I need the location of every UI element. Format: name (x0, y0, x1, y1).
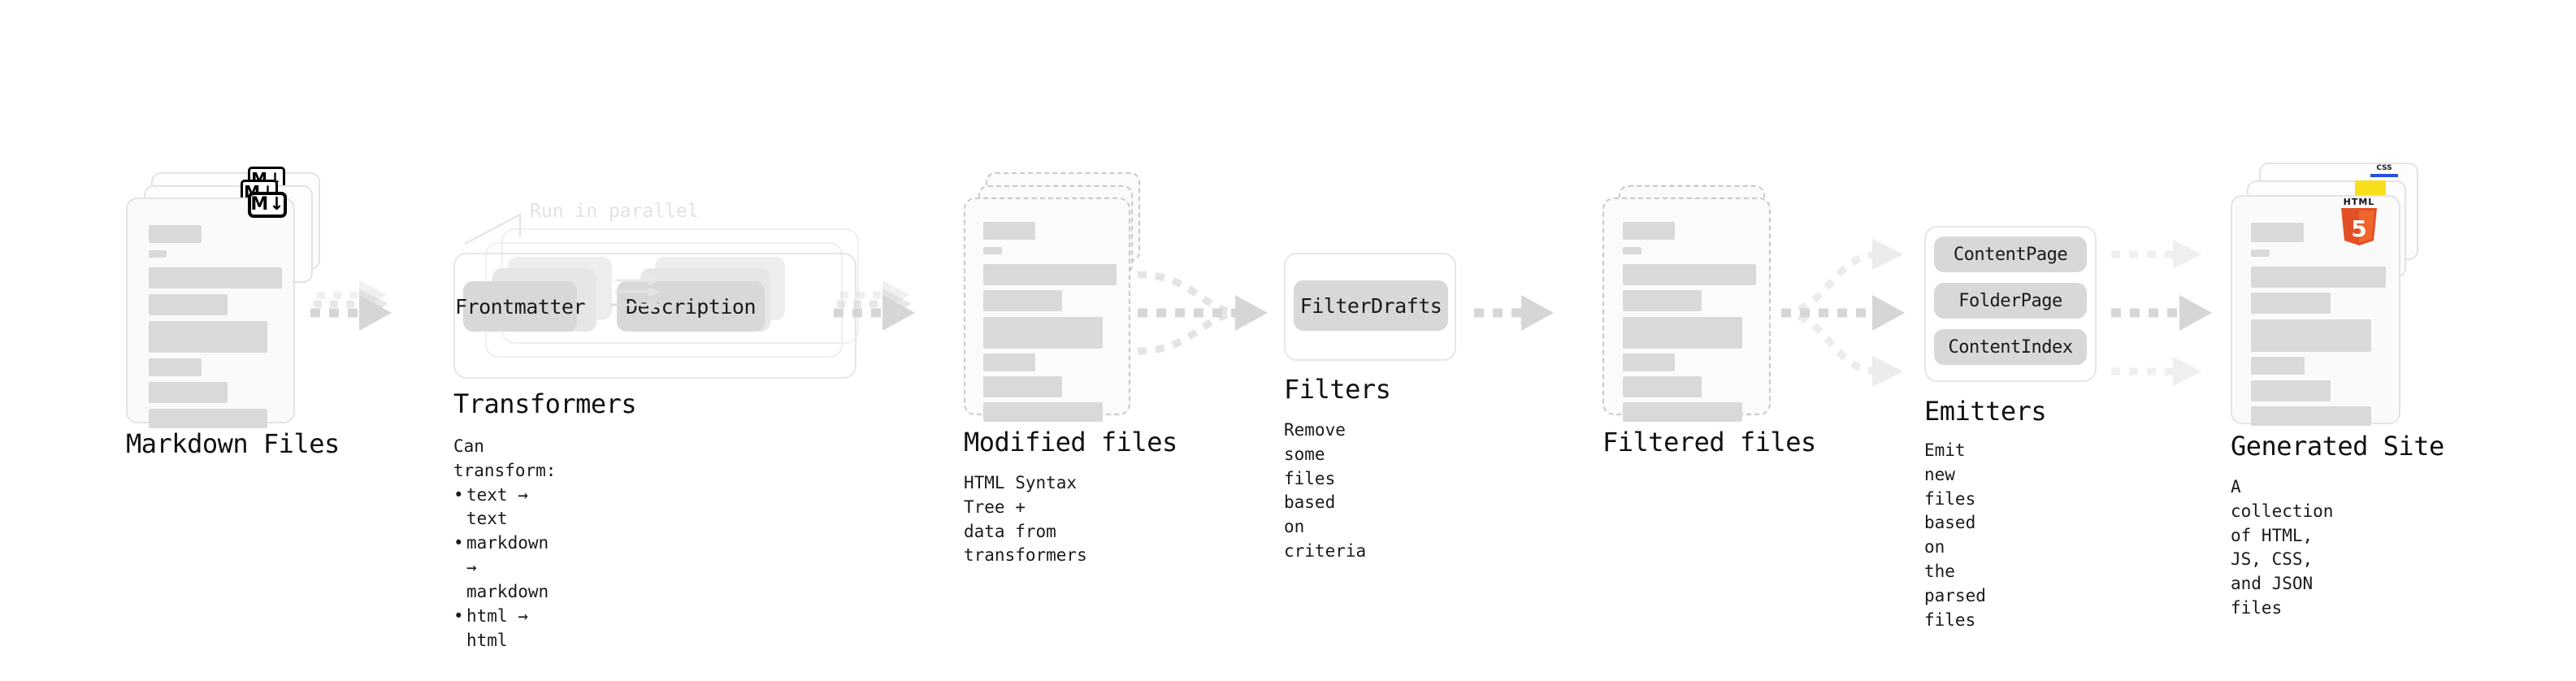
html5-icon-number: 5 (2351, 215, 2366, 242)
skeleton-sub (983, 247, 1002, 254)
transformers-desc-item-0: text → text (453, 484, 556, 532)
skeleton-line-5 (2251, 380, 2331, 401)
skeleton-line-5 (149, 382, 228, 403)
transformers-desc-item-2: html → html (453, 605, 556, 653)
css-icon: CSS (2370, 164, 2399, 177)
skeleton-line-4 (149, 358, 202, 376)
emitters-subtitle: Emit new files based on the parsed files (1924, 440, 1986, 630)
skeleton-title (1623, 222, 1675, 240)
skeleton-line-5 (983, 376, 1062, 397)
skeleton-line-4 (983, 354, 1035, 371)
markdown-files-title: Markdown Files (126, 428, 340, 459)
filters-title: Filters (1284, 374, 1391, 405)
modified-card-front (964, 197, 1130, 422)
skeleton-line-5 (1623, 376, 1702, 397)
emitter-chip-folderpage[interactable]: FolderPage (1934, 283, 2087, 319)
transformers-description: Can transform: text → text markdown → ma… (453, 435, 556, 653)
skeleton-sub (1623, 247, 1641, 254)
skeleton-line-1 (2251, 267, 2386, 288)
skeleton-line-4 (2251, 357, 2305, 375)
filters-subtitle: Remove some files based on criteria (1284, 420, 1367, 562)
skeleton-line-3 (1623, 317, 1742, 349)
skeleton-line-2 (983, 290, 1062, 311)
skeleton-sub (149, 250, 167, 258)
skeleton-line-4 (1623, 354, 1675, 371)
skeleton-line-1 (1623, 264, 1756, 285)
transformers-title: Transformers (453, 388, 637, 419)
filter-chip-filterdrafts[interactable]: FilterDrafts (1294, 280, 1448, 331)
emitter-chip-contentpage[interactable]: ContentPage (1934, 236, 2087, 272)
markdown-badge-arrow: ↓ (269, 194, 284, 215)
filtered-files-title: Filtered files (1602, 427, 1816, 458)
emitters-title: Emitters (1924, 396, 2047, 427)
skeleton-line-6 (983, 402, 1103, 422)
markdown-icon: M↓ (248, 192, 287, 218)
markdown-card-front (126, 197, 295, 428)
generated-site-title: Generated Site (2231, 431, 2444, 462)
skeleton-line-2 (1623, 290, 1702, 311)
skeleton-line-3 (983, 317, 1103, 349)
transformers-desc-item-1: markdown → markdown (453, 531, 556, 604)
markdown-badge-letter: M (250, 194, 269, 215)
skeleton-line-3 (149, 321, 267, 353)
emitter-chip-contentindex[interactable]: ContentIndex (1934, 329, 2087, 365)
skeleton-title (149, 225, 202, 243)
css-icon-label: CSS (2376, 164, 2392, 172)
html5-icon-wordmark: HTML (2343, 197, 2375, 207)
filtered-card-front (1602, 197, 1771, 422)
skeleton-sub (2251, 249, 2270, 257)
modified-files-subtitle: HTML Syntax Tree + data from transformer… (964, 473, 1087, 566)
transformers-desc-lead: Can transform: (453, 436, 557, 480)
transformer-chip-frontmatter[interactable]: Frontmatter (455, 281, 586, 332)
generated-site-subtitle: A collection of HTML, JS, CSS, and JSON … (2231, 477, 2334, 618)
transformer-chip-description[interactable]: Description (617, 281, 765, 332)
skeleton-line-2 (149, 294, 228, 315)
skeleton-line-3 (2251, 319, 2371, 352)
skeleton-title (2251, 223, 2304, 242)
skeleton-line-6 (2251, 406, 2371, 426)
transformers-desc-list: text → text markdown → markdown html → h… (453, 484, 556, 653)
skeleton-line-6 (149, 409, 267, 428)
html5-icon: HTML 5 (2338, 197, 2380, 248)
skeleton-line-1 (983, 264, 1117, 285)
css-icon-underline (2370, 174, 2398, 177)
skeleton-line-6 (1623, 402, 1742, 422)
skeleton-line-1 (149, 267, 282, 288)
skeleton-title (983, 222, 1035, 240)
run-in-parallel-label: Run in parallel (530, 201, 699, 222)
skeleton-line-2 (2251, 293, 2331, 314)
modified-files-title: Modified files (964, 427, 1177, 458)
